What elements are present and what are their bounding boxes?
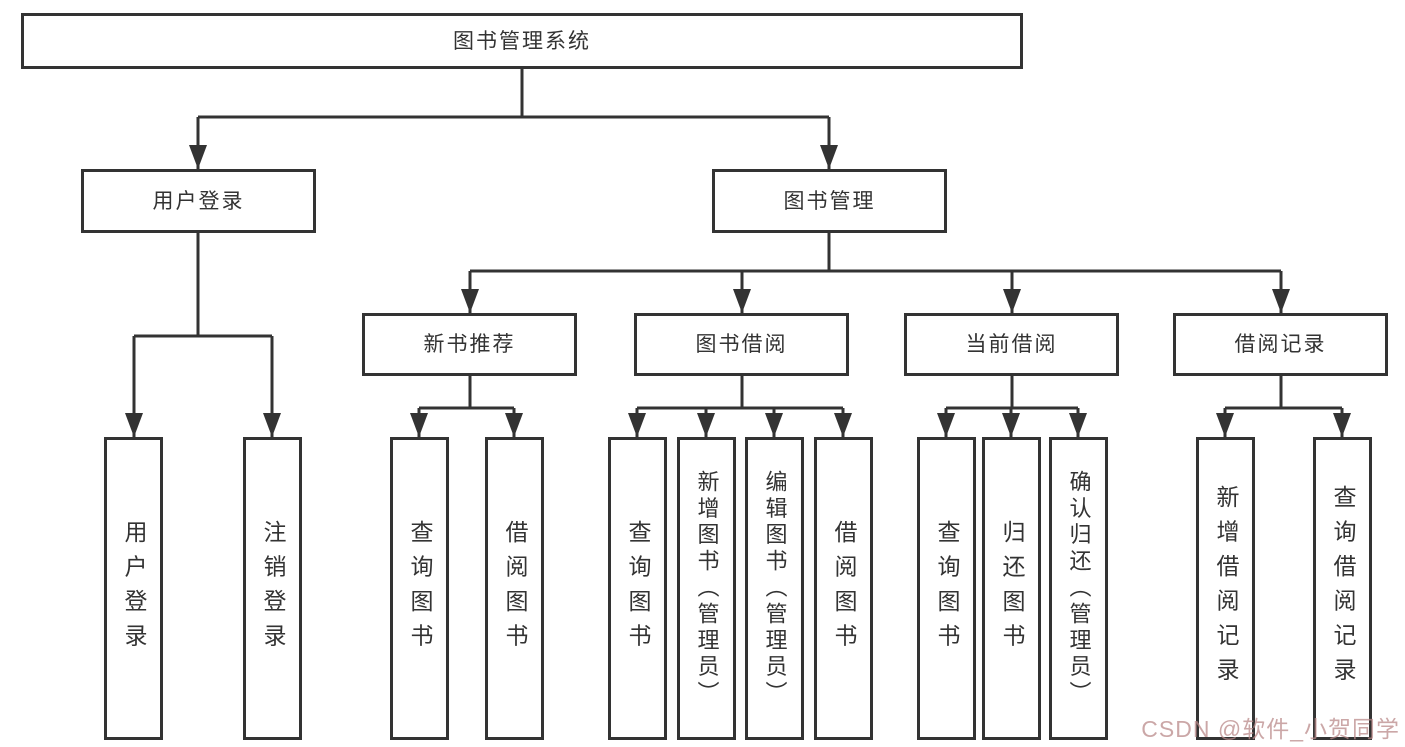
- leaf-edit-books-admin: 编辑图书（管理员）: [745, 437, 804, 740]
- edge-book-mgmt-split: [468, 233, 1283, 313]
- leaf-borrow-books: 借阅图书: [814, 437, 873, 740]
- arrow-down-icon: [820, 145, 838, 169]
- arrow-down-icon: [733, 289, 751, 313]
- arrow-down-icon: [765, 413, 783, 437]
- leaf-return-books: 归还图书: [982, 437, 1041, 740]
- node-current-borrow: 当前借阅: [904, 313, 1119, 376]
- leaf-add-borrow-record: 新增借阅记录: [1196, 437, 1255, 740]
- arrowheads: [125, 145, 1351, 437]
- edge-borrow-record-split: [1223, 376, 1344, 437]
- node-book-borrow: 图书借阅: [634, 313, 849, 376]
- leaf-current-query-books: 查询图书: [917, 437, 976, 740]
- edge-root-split: [196, 69, 831, 169]
- arrow-down-icon: [263, 413, 281, 437]
- leaf-logout: 注销登录: [243, 437, 302, 740]
- arrow-down-icon: [834, 413, 852, 437]
- edge-new-book-split: [417, 376, 516, 437]
- arrow-down-icon: [505, 413, 523, 437]
- leaf-query-borrow-record: 查询借阅记录: [1313, 437, 1372, 740]
- csdn-watermark: CSDN @软件_小贺同学: [1141, 716, 1400, 742]
- node-user-login: 用户登录: [81, 169, 316, 233]
- edge-book-borrow-split: [635, 376, 845, 437]
- arrow-down-icon: [628, 413, 646, 437]
- arrow-down-icon: [1272, 289, 1290, 313]
- arrow-down-icon: [410, 413, 428, 437]
- leaf-add-books-admin: 新增图书（管理员）: [677, 437, 736, 740]
- leaf-confirm-return-admin: 确认归还（管理员）: [1049, 437, 1108, 740]
- node-root-library-system: 图书管理系统: [21, 13, 1023, 69]
- leaf-user-login: 用户登录: [104, 437, 163, 740]
- leaf-newbook-query-books: 查询图书: [390, 437, 449, 740]
- arrow-down-icon: [697, 413, 715, 437]
- arrow-down-icon: [189, 145, 207, 169]
- arrow-down-icon: [937, 413, 955, 437]
- arrow-down-icon: [1003, 289, 1021, 313]
- arrow-down-icon: [125, 413, 143, 437]
- node-book-management: 图书管理: [712, 169, 947, 233]
- leaf-borrow-query-books: 查询图书: [608, 437, 667, 740]
- leaf-newbook-borrow-books: 借阅图书: [485, 437, 544, 740]
- node-borrow-record: 借阅记录: [1173, 313, 1388, 376]
- arrow-down-icon: [1002, 413, 1020, 437]
- edge-user-login-split: [132, 233, 274, 437]
- arrow-down-icon: [1069, 413, 1087, 437]
- node-new-book-recommend: 新书推荐: [362, 313, 577, 376]
- arrow-down-icon: [1216, 413, 1234, 437]
- arrow-down-icon: [461, 289, 479, 313]
- arrow-down-icon: [1333, 413, 1351, 437]
